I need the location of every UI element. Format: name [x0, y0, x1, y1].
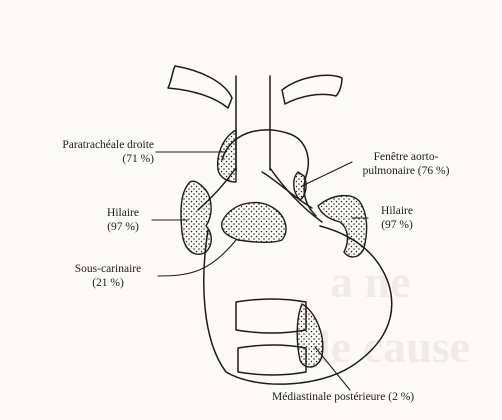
vertebra-lower	[238, 345, 306, 375]
label-paratracheal: Paratrachéale droite (71 %)	[16, 138, 154, 166]
left-clavicle	[168, 66, 232, 108]
leader-aortopulmonary	[302, 162, 352, 186]
label-hilar-left-name: Hilaire	[92, 206, 154, 220]
label-subcarinal: Sous-carinaire (21 %)	[56, 262, 160, 290]
leader-posterior-mediastinal	[315, 347, 350, 390]
node-subcarinal	[222, 203, 286, 243]
node-aortopulmonary-window	[294, 172, 306, 200]
node-paratracheal-right	[218, 130, 236, 182]
label-aortopulmonary-pct: pulmonaire (76 %)	[346, 164, 466, 178]
label-aortopulmonary: Fenêtre aorto- pulmonaire (76 %)	[346, 150, 466, 178]
label-subcarinal-name: Sous-carinaire	[56, 262, 160, 276]
vertebra-upper	[236, 299, 306, 333]
label-hilar-right-pct: (97 %)	[366, 218, 428, 232]
label-paratracheal-name: Paratrachéale droite	[16, 138, 154, 152]
label-aortopulmonary-name: Fenêtre aorto-	[346, 150, 466, 164]
node-hilar-right	[318, 196, 367, 257]
node-hilar-left	[181, 181, 211, 254]
label-hilar-right-name: Hilaire	[366, 204, 428, 218]
right-clavicle	[282, 75, 342, 104]
label-posterior-mediastinal: Médiastinale postérieure (2 %)	[272, 390, 414, 404]
label-paratracheal-pct: (71 %)	[16, 152, 154, 166]
label-hilar-left: Hilaire (97 %)	[92, 206, 154, 234]
node-posterior-mediastinal	[297, 304, 323, 367]
label-subcarinal-pct: (21 %)	[56, 276, 160, 290]
label-hilar-right: Hilaire (97 %)	[366, 204, 428, 232]
label-hilar-left-pct: (97 %)	[92, 220, 154, 234]
